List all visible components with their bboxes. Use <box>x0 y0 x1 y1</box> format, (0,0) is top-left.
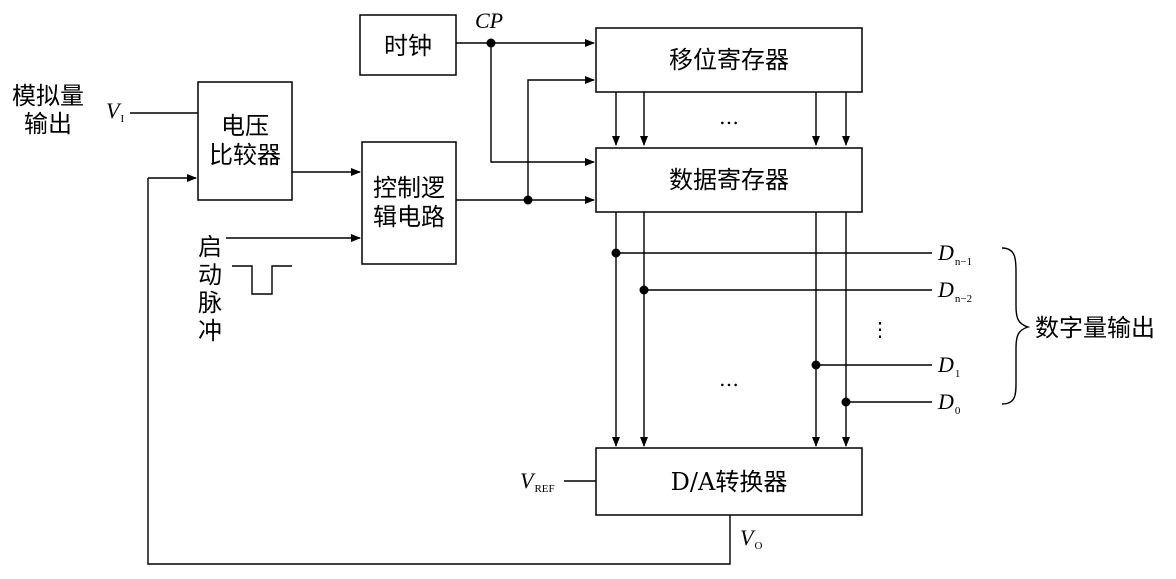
dac-block <box>595 447 863 516</box>
comparator-label-line2: 比较器 <box>209 141 281 169</box>
vi-label: VI <box>106 98 124 125</box>
output-label-dn-1: Dn−1 <box>937 240 972 268</box>
digital-output-label: 数字量输出 <box>1035 314 1155 342</box>
output-brace <box>1001 247 1031 405</box>
control-to-shift-register-wire <box>527 76 595 200</box>
start-char: 启 <box>198 233 222 261</box>
analog-label-line2: 输出 <box>24 110 72 138</box>
start-char: 冲 <box>198 317 222 345</box>
vo-feedback-wire <box>147 178 731 565</box>
tap-junction-dot <box>811 360 821 370</box>
analog-label-line1: 模拟量 <box>12 82 84 110</box>
vref-label: VREF <box>520 468 555 495</box>
start-char: 脉 <box>198 289 222 317</box>
output-label-dn-2: Dn−2 <box>937 277 972 305</box>
lower-ellipsis: … <box>719 367 739 391</box>
cp-to-data-register-wire <box>490 43 595 166</box>
control-label-line1: 控制逻 <box>373 174 445 202</box>
shift-register-label: 移位寄存器 <box>669 46 789 74</box>
data-register-label: 数据寄存器 <box>669 166 789 194</box>
comparator-block <box>197 81 293 201</box>
control-junction-dot <box>523 195 533 205</box>
shift-register-block <box>595 27 863 93</box>
junctions <box>486 38 851 407</box>
upper-ellipsis: … <box>719 105 739 129</box>
output-label-d0: D0 <box>937 389 961 417</box>
vertical-ellipsis: ⋮ <box>870 317 890 341</box>
wires <box>130 39 1031 565</box>
data-register-block <box>595 147 863 213</box>
control-logic-block <box>361 141 457 265</box>
cp-junction-dot <box>486 38 496 48</box>
tap-junction-dot <box>639 285 649 295</box>
cp-label: CP <box>475 8 503 33</box>
clock-label: 时钟 <box>384 32 432 60</box>
comparator-label-line1: 电压 <box>221 112 269 140</box>
tap-junction-dot <box>611 248 621 258</box>
control-label-line2: 辑电路 <box>373 203 445 231</box>
output-label-d1: D1 <box>937 352 960 380</box>
dac-label: D/A转换器 <box>671 468 788 496</box>
start-pulse-waveform <box>232 265 292 295</box>
clock-block <box>359 14 457 76</box>
tap-junction-dot <box>841 397 851 407</box>
start-char: 动 <box>198 261 222 289</box>
vo-label: VO <box>740 525 762 552</box>
